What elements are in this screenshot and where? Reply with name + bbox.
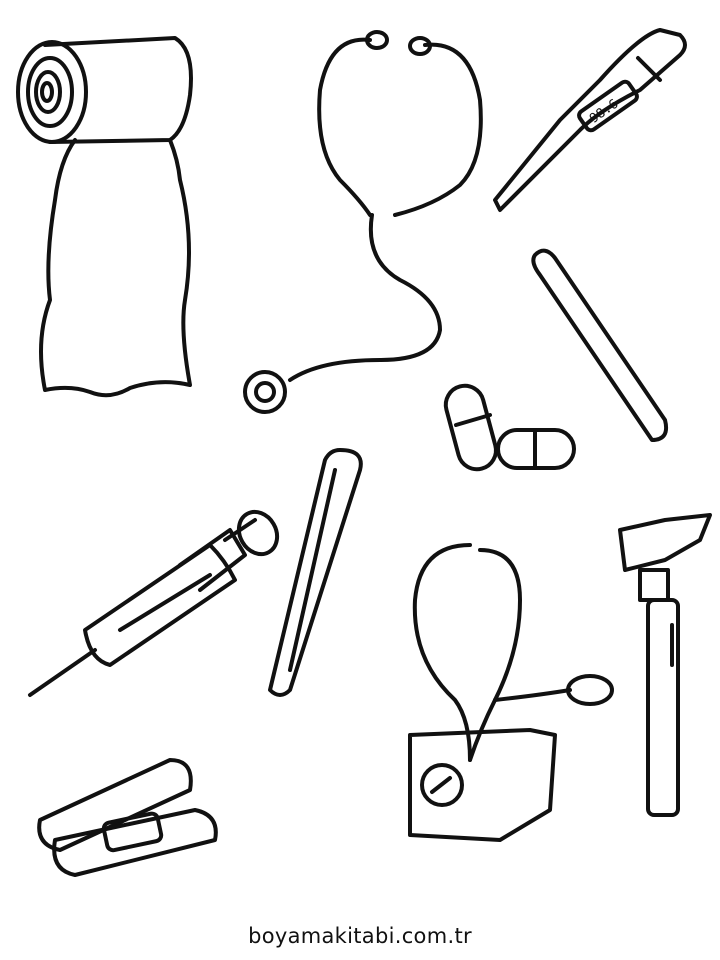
capsule-pills-icon bbox=[443, 383, 576, 472]
tongue-depressor-icon bbox=[531, 248, 669, 442]
mercury-thermometer-icon bbox=[268, 448, 363, 697]
blood-pressure-cuff-icon bbox=[408, 543, 614, 842]
otoscope-icon bbox=[618, 513, 712, 817]
digital-thermometer-icon: 98.6 bbox=[493, 28, 687, 212]
syringe-icon bbox=[28, 509, 280, 697]
adhesive-bandages-icon bbox=[37, 758, 218, 877]
site-credit: boyamakitabi.com.tr bbox=[248, 924, 472, 948]
stethoscope-icon bbox=[243, 30, 483, 414]
bandage-roll-icon bbox=[16, 36, 193, 398]
